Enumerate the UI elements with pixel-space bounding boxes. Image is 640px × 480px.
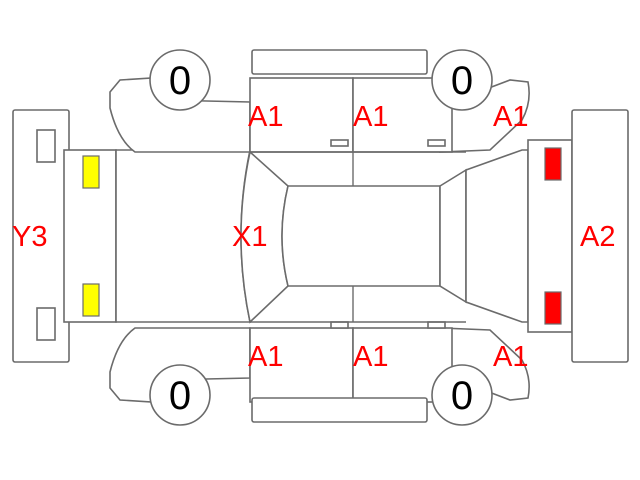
rear-left-lamp — [544, 147, 562, 181]
rear-bumper — [571, 109, 629, 363]
front-left-tire-value: 0 — [169, 59, 191, 103]
top-side-sill — [251, 49, 428, 75]
front-right-tire — [149, 364, 211, 426]
code-top-rear-fender: A1 — [493, 101, 528, 133]
rear-right-tire-value: 0 — [451, 374, 473, 418]
code-bottom-rear-fender: A1 — [493, 341, 528, 373]
code-bottom-rear-door: A1 — [353, 341, 388, 373]
code-roof: X1 — [232, 221, 267, 253]
front-left-tire — [149, 49, 211, 111]
front-bumper-slot-top — [36, 129, 56, 163]
top-rear-handle — [427, 139, 446, 147]
bottom-side-sill — [251, 397, 428, 423]
bottom-rear-handle — [427, 321, 446, 329]
top-front-handle — [330, 139, 349, 147]
rear-window — [439, 168, 467, 304]
front-right-tire-value: 0 — [169, 374, 191, 418]
bottom-side-rear — [438, 327, 530, 401]
front-left-lamp — [82, 155, 100, 189]
code-bottom-front-door: A1 — [248, 341, 283, 373]
code-top-front-door: A1 — [248, 101, 283, 133]
front-right-lamp — [82, 283, 100, 317]
bottom-front-handle — [330, 321, 349, 329]
code-top-rear-door: A1 — [353, 101, 388, 133]
hood — [115, 149, 251, 323]
rear-right-tire — [431, 364, 493, 426]
front-bumper-slot-bottom — [36, 307, 56, 341]
code-front-bumper: Y3 — [12, 221, 47, 253]
top-side-rear — [438, 79, 530, 153]
trunk-lid — [465, 149, 529, 323]
rear-left-tire — [431, 49, 493, 111]
roof — [281, 185, 441, 287]
rear-left-tire-value: 0 — [451, 59, 473, 103]
rear-right-lamp — [544, 291, 562, 325]
code-rear-bumper: A2 — [580, 221, 615, 253]
